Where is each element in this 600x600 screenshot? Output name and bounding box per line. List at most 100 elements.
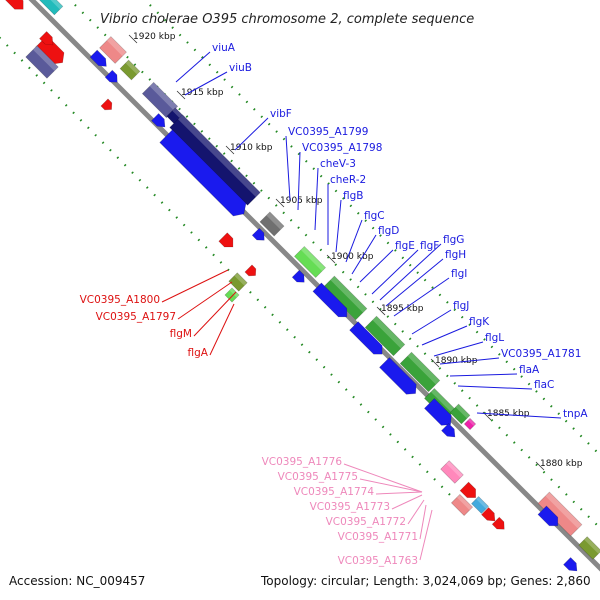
orf-blue-b-shape xyxy=(104,69,118,83)
label-flaC-leader xyxy=(457,385,533,390)
label-flgK-leader xyxy=(421,325,468,346)
orf-blue-right-shape xyxy=(537,505,559,527)
label-VC0395_A1763-leader xyxy=(419,509,433,561)
topology-text: Topology: circular; Length: 3,024,069 bp… xyxy=(261,574,591,588)
label-VC0395_A1799-leader xyxy=(285,135,291,201)
orf-blue-b xyxy=(104,69,118,83)
dotted-guide-2 xyxy=(68,0,600,529)
label-flgC-leader xyxy=(345,219,363,263)
orf-blue-d xyxy=(251,227,265,241)
flaA-block-shape xyxy=(449,403,471,425)
flgA-block-shine xyxy=(229,287,240,298)
tick-label-6: 1890 kbp xyxy=(435,356,478,366)
flgE-block-shine xyxy=(372,316,405,349)
label-VC0395_A1800-leader xyxy=(161,269,229,303)
orf-slate-left-shine xyxy=(33,45,59,71)
VC0395_A1773-block xyxy=(450,493,474,517)
VC0395_A1800-arrow xyxy=(218,232,234,248)
VC0395_A1774-block-shape xyxy=(471,496,489,514)
label-flgJ-label: flgJ xyxy=(453,300,469,312)
VC0395_A1772-arrow-shape xyxy=(481,507,496,522)
tick-mark-5 xyxy=(376,306,386,316)
tick-mark-1 xyxy=(176,90,186,100)
tick-label-2: 1910 kbp xyxy=(230,143,273,153)
orf-red-top-shape xyxy=(0,0,24,10)
label-flgH-label: flgH xyxy=(445,249,466,261)
label-VC0395_A1771-label: VC0395_A1771 xyxy=(338,531,418,543)
orf-salmon-a-shine xyxy=(106,36,127,57)
vibF-blue-shape xyxy=(159,129,247,217)
chromosome-backbone xyxy=(28,0,600,572)
tick-mark-0 xyxy=(128,34,138,44)
label-flgF-leader xyxy=(371,249,419,295)
orf-red-left xyxy=(35,35,65,65)
label-cheR-2-label: cheR-2 xyxy=(330,174,366,186)
VC0395_A1773-block-shape xyxy=(450,493,474,517)
orf-blue-e-shape xyxy=(291,269,305,283)
accession-text: Accession: NC_009457 xyxy=(9,574,146,588)
cheV-3-block xyxy=(294,246,326,278)
VC0395_A1774-block xyxy=(471,496,489,514)
tick-label-7: 1885 kbp xyxy=(487,409,530,419)
label-VC0395_A1771-leader xyxy=(419,504,427,540)
cheV-3-block-shine xyxy=(300,246,326,272)
orf-olive-right xyxy=(578,536,600,560)
viuB-block-shine xyxy=(149,82,178,111)
label-viuA-label: viuA xyxy=(212,42,236,54)
VC0395_A1775-arrow xyxy=(459,481,476,498)
orf-blue-e xyxy=(291,269,305,283)
label-flgE-label: flgE xyxy=(395,240,415,252)
label-VC0395_A1797-label: VC0395_A1797 xyxy=(96,311,176,323)
flgA-block-shape xyxy=(224,287,240,303)
tnpA-block-shine xyxy=(468,418,476,426)
orf-cyan-top xyxy=(32,0,64,16)
label-flgM-leader xyxy=(193,291,237,337)
label-cheV-3-leader xyxy=(314,167,319,231)
orf-blue-br xyxy=(563,557,578,572)
label-VC0395_A1774-leader xyxy=(375,491,423,495)
orf-olive-a xyxy=(119,59,141,81)
flgI-arrow xyxy=(379,357,417,395)
flgM-block-shape xyxy=(228,272,248,292)
label-VC0395_A1776-leader xyxy=(343,463,423,493)
label-cheV-3-label: cheV-3 xyxy=(320,158,356,170)
label-flgA-label: flgA xyxy=(188,347,209,359)
tick-label-4: 1900 kbp xyxy=(331,252,374,262)
viuA-arrow-shape xyxy=(89,49,107,67)
tick-label-5: 1895 kbp xyxy=(381,304,424,314)
orf-blue-c-shape xyxy=(151,113,166,128)
cheV-3-block-shape xyxy=(294,246,326,278)
VC0395_A1800-arrow-shape xyxy=(218,232,234,248)
label-flgB-label: flgB xyxy=(343,190,363,202)
flgH-block-shine xyxy=(407,352,440,385)
flgL-arrow-shape xyxy=(424,398,452,426)
label-flgA-leader xyxy=(209,303,235,356)
tick-mark-6 xyxy=(430,358,440,368)
label-VC0395_A1774-label: VC0395_A1774 xyxy=(294,486,375,498)
flgH-block xyxy=(399,351,441,393)
tnpA-block xyxy=(463,417,477,431)
vibF-block-shine xyxy=(178,114,261,197)
label-VC0395_A1775-leader xyxy=(359,478,423,493)
label-VC0395_A1798-label: VC0395_A1798 xyxy=(302,142,382,154)
label-VC0395_A1797-leader xyxy=(177,281,233,320)
viuA-arrow xyxy=(89,49,107,67)
orf-cyan-top-shine xyxy=(38,0,63,10)
VC0395_A1797-arrow-shape xyxy=(244,264,257,277)
label-tnpA-leader xyxy=(476,412,562,419)
label-VC0395_A1800-label: VC0395_A1800 xyxy=(80,294,160,306)
dotted-guide-1 xyxy=(0,36,456,501)
label-flgI-label: flgI xyxy=(451,268,467,280)
label-flgM-label: flgM xyxy=(170,328,192,340)
orf-red-dot-shape xyxy=(100,98,113,111)
orf-olive-a-shape xyxy=(119,59,141,81)
label-viuA-leader xyxy=(175,51,211,83)
label-VC0395_A1798-leader xyxy=(297,151,301,211)
flgE-block xyxy=(364,315,406,357)
orf-red-left-shape xyxy=(35,35,65,65)
VC0395_A1771-arrow xyxy=(491,516,505,530)
label-flgG-leader xyxy=(379,243,442,301)
flgA-block xyxy=(224,287,240,303)
label-VC0395_A1772-leader xyxy=(407,499,425,525)
flgE-block-shape xyxy=(364,315,406,357)
